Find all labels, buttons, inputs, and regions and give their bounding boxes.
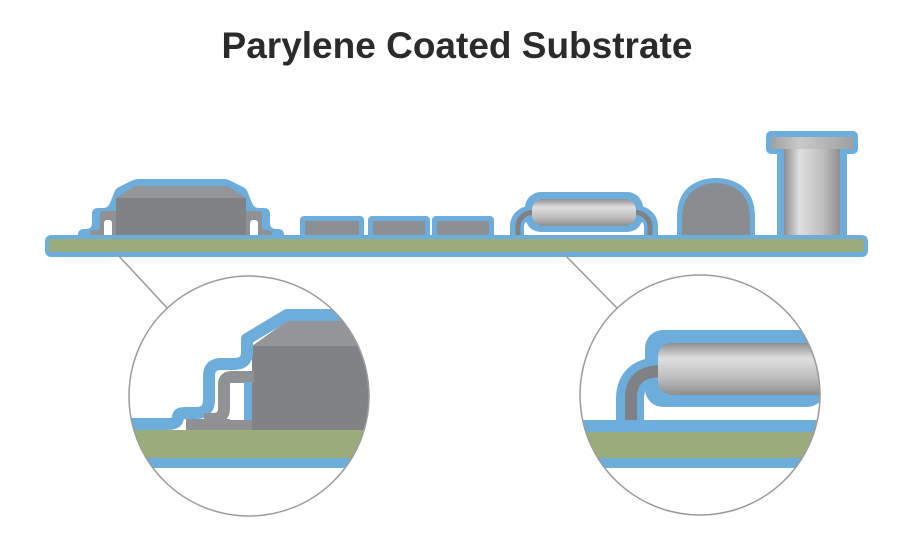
- mag-gap-coating: [244, 382, 252, 420]
- mag-board-substrate: [129, 430, 369, 458]
- ic-body-bevel: [116, 186, 246, 198]
- melf-component: [510, 192, 658, 240]
- smd-2-body: [373, 221, 425, 238]
- ic-body: [116, 186, 246, 240]
- mag-lead: [204, 371, 254, 425]
- magnified-lead-detail: [129, 309, 369, 468]
- terminal-post: [766, 131, 858, 238]
- smd-3-body: [437, 221, 489, 238]
- magnifier-circle-left: [128, 275, 370, 517]
- page-title: Parylene Coated Substrate: [222, 25, 693, 66]
- dome-component: [677, 178, 755, 241]
- mag2-board-bottom-coating: [581, 458, 820, 468]
- mag2-board-top-coating: [581, 420, 820, 432]
- post-cylinder: [784, 149, 840, 238]
- mag2-board-substrate: [581, 432, 820, 458]
- board-scene: [45, 131, 868, 257]
- melf-lead-right: [633, 209, 653, 238]
- post-flange: [771, 137, 853, 149]
- melf-lead-left: [515, 209, 535, 238]
- mag-board-bottom-coating: [129, 458, 369, 468]
- leader-line-left: [116, 253, 170, 311]
- mag-lead-foot: [186, 419, 252, 430]
- smd-chips: [300, 216, 494, 241]
- dome-body: [682, 183, 750, 241]
- smd-1-body: [305, 221, 359, 238]
- magnified-axial-detail: [581, 330, 820, 468]
- board-substrate: [49, 239, 864, 252]
- melf-body: [532, 199, 636, 226]
- mag-coating: [129, 309, 369, 430]
- mag2-cylinder: [658, 343, 820, 395]
- magnifier-circle-right: [579, 274, 821, 516]
- mag-ic-body: [252, 346, 369, 430]
- leader-line-right: [563, 253, 618, 309]
- mag-lead-gap: [230, 384, 244, 420]
- mag2-lead: [625, 365, 663, 430]
